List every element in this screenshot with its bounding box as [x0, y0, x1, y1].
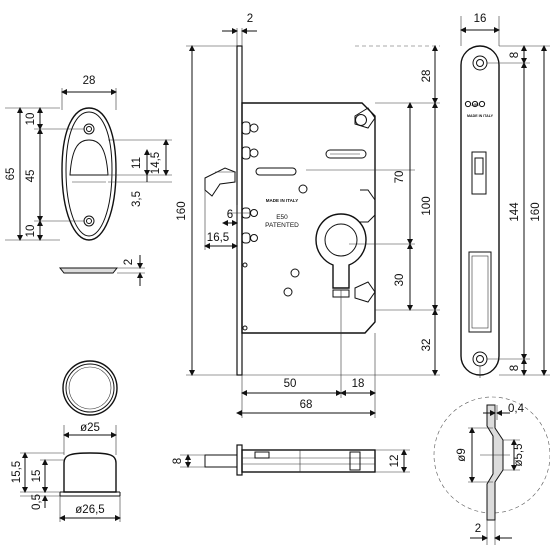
dim-faceplate-160: 160	[530, 202, 542, 221]
latch-bolt-dimensions: 8 12	[172, 449, 410, 473]
dim-strike-width: 28	[83, 75, 96, 87]
faceplate-front-view: AGB MADE IN ITALY	[460, 45, 500, 376]
rosette-view	[59, 360, 121, 497]
dim-strike-height: 65	[5, 168, 17, 181]
dim-bolt-8: 8	[172, 458, 184, 464]
body-patented-label: PATENTED	[265, 222, 299, 229]
dim-detail-d5-5: ø5,5	[513, 443, 525, 466]
dim-faceplate-thickness: 2	[247, 13, 253, 25]
rosette-dimensions: ø25 15,5 15 0,5 ø26,5	[11, 422, 121, 522]
screw-detail-dimensions: 0,4 ø9 ø5,5 2	[456, 403, 525, 545]
dim-cylinder-30: 30	[394, 274, 406, 287]
dim-depth-68: 68	[300, 399, 313, 411]
strike-plate-view	[58, 107, 119, 274]
dim-rosette-15: 15	[31, 470, 43, 483]
dim-spindle-70: 70	[394, 171, 406, 184]
dim-bolt-12: 12	[389, 455, 401, 468]
body-made-in-italy: MADE IN ITALY	[266, 198, 299, 203]
dim-hook-16-5: 16,5	[207, 232, 229, 244]
dim-strike-top: 10	[25, 113, 37, 126]
dim-rosette-d25: ø25	[80, 422, 100, 434]
dim-strike-opening-14-5: 14,5	[150, 152, 162, 174]
dim-cylinder-18: 18	[352, 378, 365, 390]
dim-detail-0-4: 0,4	[508, 403, 525, 415]
dim-strike-thickness: 2	[123, 259, 135, 265]
dim-detail-d9: ø9	[456, 448, 468, 461]
dim-body-100: 100	[421, 196, 433, 215]
dim-detail-2: 2	[475, 523, 481, 535]
dim-strike-mid: 45	[25, 170, 37, 183]
dim-lock-height: 160	[176, 201, 188, 220]
dim-faceplate-top-8: 8	[509, 52, 521, 58]
faceplate-brand: AGB	[471, 103, 479, 107]
lock-body-view: MADE IN ITALY E50 PATENTED	[204, 45, 376, 376]
body-e50-label: E50	[276, 214, 288, 221]
dim-hook-6: 6	[227, 209, 233, 221]
dim-strike-offset: 3,5	[131, 191, 143, 207]
dim-faceplate-bottom-8: 8	[509, 365, 521, 371]
dim-faceplate-144: 144	[509, 202, 521, 222]
dim-top-28: 28	[421, 70, 433, 83]
dim-backset-50: 50	[284, 378, 297, 390]
dim-strike-opening-11: 11	[131, 157, 143, 169]
dim-rosette-d26-5: ø26,5	[75, 504, 104, 516]
dim-rosette-15-5: 15,5	[11, 461, 23, 483]
faceplate-made-in-italy: MADE IN ITALY	[467, 114, 494, 118]
lock-body-dimensions: 2 160 6 16,5 28 70 100 30 32	[176, 13, 440, 418]
latch-bolt-top-view	[204, 444, 376, 476]
faceplate-dimensions: 16 8 144 160 8	[460, 13, 550, 378]
strike-plate-dimensions: 28 65 10 45 10 11 14,5 3,5 2	[5, 75, 172, 286]
dim-bottom-32: 32	[421, 339, 433, 352]
screw-detail-view	[433, 396, 550, 521]
dim-rosette-0-5: 0,5	[31, 494, 43, 510]
dim-faceplate-width: 16	[474, 13, 487, 25]
dim-strike-bottom: 10	[25, 225, 37, 238]
